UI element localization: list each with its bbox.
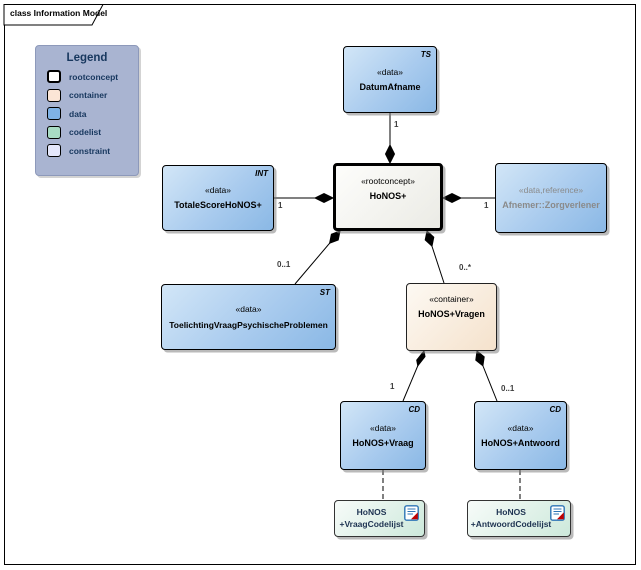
legend-item-rootconcept: rootconcept bbox=[47, 70, 138, 83]
legend-label: rootconcept bbox=[69, 71, 119, 82]
legend-item-codelist: codelist bbox=[47, 125, 138, 139]
document-icon bbox=[550, 505, 565, 521]
legend-title: Legend bbox=[66, 52, 108, 64]
rootconcept-swatch bbox=[47, 70, 61, 83]
node-datumafname[interactable]: TS «data» DatumAfname bbox=[343, 46, 437, 113]
node-name: ToelichtingVraagPsychischeProblemen bbox=[169, 319, 328, 330]
node-name: HoNOS+Vraag bbox=[352, 437, 414, 448]
node-antwoord[interactable]: CD «data» HoNOS+Antwoord bbox=[474, 401, 567, 470]
diagram-frame bbox=[4, 4, 636, 565]
node-vraag[interactable]: CD «data» HoNOS+Vraag bbox=[340, 401, 426, 470]
stereotype: «data,reference» bbox=[518, 185, 584, 195]
legend-label: container bbox=[69, 90, 108, 100]
constraint-swatch bbox=[47, 144, 61, 157]
legend-label: constraint bbox=[69, 145, 111, 156]
node-vraag-codelijst[interactable]: HoNOS +VraagCodelijst bbox=[334, 500, 425, 537]
codelist-name-line2: +AntwoordCodelijst bbox=[470, 518, 552, 529]
container-swatch bbox=[47, 88, 61, 102]
stereotype: «data» bbox=[205, 185, 231, 195]
stereotype: «data» bbox=[235, 304, 262, 315]
node-antwoord-codelijst[interactable]: HoNOS +AntwoordCodelijst bbox=[467, 500, 571, 537]
node-name: Afnemer::Zorgverlener bbox=[502, 200, 600, 211]
node-name: HoNOS+Antwoord bbox=[481, 437, 560, 448]
legend: Legend rootconcept container data codeli… bbox=[35, 45, 139, 176]
document-icon bbox=[404, 505, 419, 521]
legend-label: data bbox=[69, 108, 87, 119]
node-afnemer-zorgverlener[interactable]: «data,reference» Afnemer::Zorgverlener bbox=[495, 163, 607, 233]
legend-item-constraint: constraint bbox=[47, 144, 138, 157]
multiplicity-label: 1 bbox=[394, 120, 399, 129]
node-vragen[interactable]: «container» HoNOS+Vragen bbox=[406, 283, 497, 351]
codelist-name-line1: HoNOS bbox=[496, 507, 526, 518]
multiplicity-label: 0..* bbox=[459, 263, 472, 272]
diagram-title: class Information Model bbox=[10, 8, 108, 18]
type-tag: INT bbox=[255, 169, 268, 178]
multiplicity-label: 0..1 bbox=[277, 260, 291, 269]
legend-label: codelist bbox=[69, 127, 102, 137]
legend-item-data: data bbox=[47, 107, 138, 120]
stereotype: «data» bbox=[370, 422, 396, 433]
stereotype: «rootconcept» bbox=[361, 176, 415, 186]
codelist-name-line1: HoNOS bbox=[356, 507, 387, 518]
node-name: DatumAfname bbox=[359, 81, 421, 92]
multiplicity-label: 1 bbox=[390, 382, 395, 391]
type-tag: CD bbox=[549, 405, 561, 414]
type-tag: TS bbox=[420, 50, 431, 59]
node-totalescore[interactable]: INT «data» TotaleScoreHoNOS+ bbox=[162, 165, 274, 231]
node-honos[interactable]: «rootconcept» HoNOS+ bbox=[333, 163, 443, 231]
stereotype: «data» bbox=[377, 66, 403, 77]
codelist-name-line2: +VraagCodelijst bbox=[339, 518, 404, 529]
node-name: HoNOS+ bbox=[369, 191, 407, 202]
type-tag: ST bbox=[319, 288, 330, 297]
multiplicity-label: 1 bbox=[278, 201, 283, 210]
multiplicity-label: 0..1 bbox=[501, 384, 515, 393]
node-toelichting[interactable]: ST «data» ToelichtingVraagPsychischeProb… bbox=[161, 284, 336, 350]
node-name: TotaleScoreHoNOS+ bbox=[174, 200, 262, 211]
legend-item-container: container bbox=[47, 88, 138, 102]
type-tag: CD bbox=[408, 405, 420, 414]
multiplicity-label: 1 bbox=[484, 201, 489, 210]
node-name: HoNOS+Vragen bbox=[418, 309, 485, 320]
stereotype: «container» bbox=[429, 294, 474, 304]
data-swatch bbox=[47, 107, 61, 120]
stereotype: «data» bbox=[507, 422, 534, 433]
codelist-swatch bbox=[47, 125, 61, 139]
